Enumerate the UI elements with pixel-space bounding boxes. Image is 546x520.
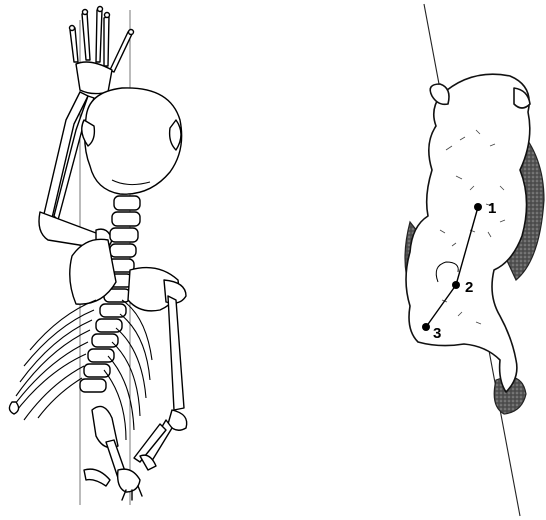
point-2-label: 2 [465,279,473,296]
climber-panel: 1 2 3 [405,4,544,516]
point-1-label: 1 [488,200,496,217]
raised-hand [70,7,134,94]
point-3-label: 3 [433,325,441,342]
animal-body [406,74,530,392]
lower-arm [134,296,187,464]
skull [82,88,182,194]
point-1-marker [474,203,482,211]
point-2-marker [452,281,460,289]
rib-cage [9,300,152,440]
animal-ear [430,84,449,104]
point-3-marker [422,323,430,331]
skeleton-panel [9,7,186,506]
